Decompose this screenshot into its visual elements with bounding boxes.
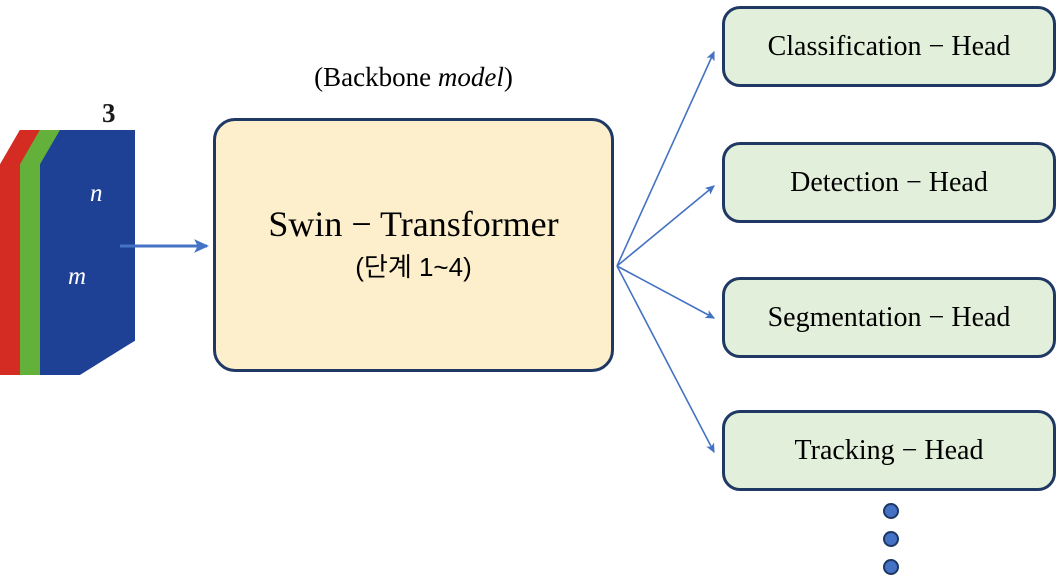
ellipsis-dot xyxy=(883,559,899,575)
blue-channel-plane xyxy=(40,130,135,375)
backbone-title: Swin − Transformer xyxy=(268,203,559,244)
input-channels-label: 3 xyxy=(102,98,116,128)
head-box-detection[interactable]: Detection − Head xyxy=(722,142,1056,223)
ellipsis-dot xyxy=(883,503,899,519)
backbone-caption-prefix: (Backbone xyxy=(314,62,438,92)
ellipsis-dot xyxy=(883,531,899,547)
arrow-backbone-to-detection xyxy=(616,185,715,267)
input-tensor xyxy=(0,130,135,375)
arrow-backbone-to-classification xyxy=(616,50,715,267)
backbone-caption: (Backbone model) xyxy=(213,62,614,93)
backbone-subtitle: (단계 1~4) xyxy=(355,252,472,283)
head-label: Detection − Head xyxy=(790,166,988,198)
head-box-classification[interactable]: Classification − Head xyxy=(722,6,1056,87)
head-label: Tracking − Head xyxy=(794,434,984,466)
backbone-caption-italic: model xyxy=(437,62,504,92)
backbone-box[interactable]: Swin − Transformer (단계 1~4) xyxy=(213,118,614,372)
input-width-label: m xyxy=(68,263,87,290)
arrow-backbone-to-segmentation xyxy=(616,265,716,319)
head-label: Segmentation − Head xyxy=(767,301,1011,333)
head-box-tracking[interactable]: Tracking − Head xyxy=(722,410,1056,491)
head-label: Classification − Head xyxy=(767,30,1011,62)
head-box-segmentation[interactable]: Segmentation − Head xyxy=(722,277,1056,358)
backbone-caption-suffix: ) xyxy=(503,62,513,92)
input-height-label: n xyxy=(90,180,103,207)
arrow-backbone-to-tracking xyxy=(616,265,715,454)
ellipsis-dots xyxy=(880,503,902,575)
